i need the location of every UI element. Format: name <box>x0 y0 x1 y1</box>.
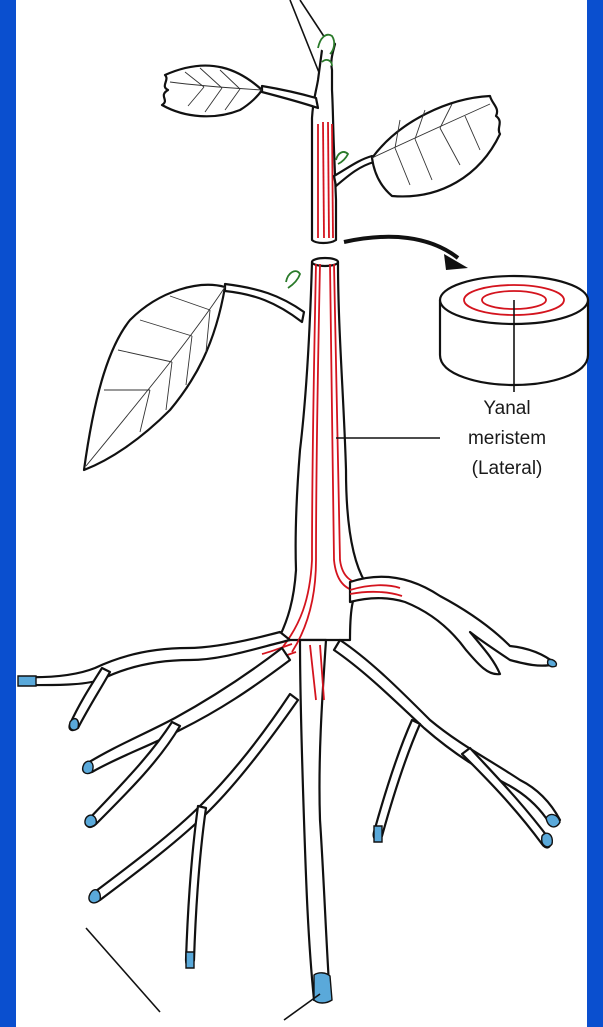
root-tip-left-upper <box>18 676 36 686</box>
lower-left-petiole <box>225 284 304 322</box>
root-tip-left-lower-branch <box>186 952 194 968</box>
upper-left-petiole <box>262 86 318 108</box>
lateral-meristem-label: Yanal meristem (Lateral) <box>468 398 546 479</box>
upper-meristem-strand-3 <box>328 122 329 238</box>
axillary-bud-upper <box>336 152 348 164</box>
label-line-lateral: (Lateral) <box>472 458 543 479</box>
root-tip-left-middle-branch <box>85 815 96 827</box>
axillary-bud-lower <box>286 271 300 288</box>
upper-meristem-strand-2 <box>323 122 324 238</box>
label-line-yanal: Yanal <box>483 398 530 419</box>
upper-meristem-strand-4 <box>332 124 333 238</box>
root-tip-taproot <box>314 973 332 1003</box>
root-tip-pointer-right <box>284 994 320 1020</box>
root-tip-left-lower <box>89 890 100 903</box>
root-system <box>18 577 560 1020</box>
stem-cross-section <box>440 276 588 392</box>
right-middle-root <box>334 640 560 824</box>
root-tip-left-middle <box>83 761 93 773</box>
upper-shoot-segment <box>162 0 500 243</box>
root-tip-right-lower <box>542 833 553 847</box>
root-tip-left-branch <box>70 719 79 730</box>
root-tip-right-middle-branch <box>374 826 382 842</box>
label-line-meristem: meristem <box>468 428 546 449</box>
upper-left-leaf <box>162 66 262 117</box>
arrow-shaft <box>344 237 458 258</box>
root-tip-right-upper <box>548 659 557 666</box>
apex-pointer-line-2 <box>290 0 320 75</box>
right-middle-root-branch <box>374 720 420 839</box>
apical-bud <box>318 35 334 54</box>
cross-section-arrow <box>344 237 468 270</box>
upper-right-leaf <box>372 96 500 196</box>
root-tip-pointer-left <box>86 928 160 1012</box>
